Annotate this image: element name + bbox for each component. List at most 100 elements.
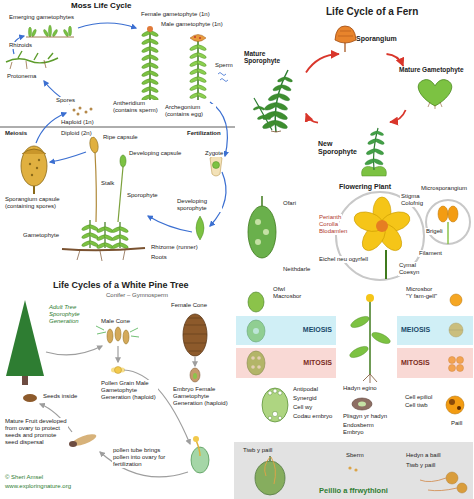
pine-drawing — [6, 300, 44, 376]
moss-drawing — [189, 52, 207, 59]
moss-drawing — [141, 46, 159, 53]
pine-drawing — [117, 346, 118, 362]
label-text: Microsporangium — [420, 185, 468, 192]
fern-drawing — [367, 138, 385, 145]
flower-drawing — [376, 220, 388, 232]
flower-drawing — [278, 416, 282, 420]
label-text: Sporophyte — [126, 192, 159, 199]
pine-drawing — [123, 330, 129, 344]
moss-drawing — [189, 60, 207, 67]
flower-drawing — [272, 411, 277, 416]
flower-drawing — [248, 206, 276, 258]
pine-drawing — [190, 368, 200, 382]
label-text: Meiosis — [4, 130, 28, 137]
label-text: Spores — [55, 97, 76, 104]
fern-drawing — [271, 131, 281, 132]
flower-drawing — [255, 239, 261, 245]
pine-drawing — [183, 318, 207, 351]
moss-drawing — [218, 73, 228, 82]
moss-drawing — [85, 111, 88, 114]
moss-drawing — [141, 78, 159, 85]
pine-drawing — [22, 376, 28, 385]
node-label: MITOSIS — [303, 359, 332, 367]
fern-drawing — [364, 158, 384, 166]
flower-drawing — [385, 250, 387, 279]
label-text: Coesyn — [398, 269, 420, 276]
label-text: Hedyn a baill — [405, 452, 442, 459]
fern-drawing — [264, 101, 289, 111]
pine-drawing — [40, 346, 195, 477]
label-text: Codau embryo — [292, 413, 333, 420]
node-label: Peillio a ffrwythloni — [319, 487, 388, 496]
moss-drawing — [194, 36, 196, 38]
label-text: Cell wy — [292, 404, 313, 411]
stage-mature-sporophyte: Mature Sporophyte — [244, 50, 306, 130]
moss-drawing — [96, 226, 114, 233]
fern-drawing — [253, 26, 452, 176]
flower-drawing — [438, 206, 448, 222]
moss-drawing — [77, 113, 80, 116]
stage-gametophyte: Mature Gametophyte — [398, 66, 470, 110]
label-text: Embryo Female Gametophyte Generation (ha… — [172, 386, 236, 407]
label-text: Embryo — [342, 429, 365, 436]
flower-drawing — [263, 229, 269, 235]
label-text: Cymal — [398, 262, 417, 269]
label-text: Conifer – Gymnosperm — [105, 292, 169, 299]
label-text: Developing sporophyte — [176, 198, 222, 212]
label-text: Brigeli — [425, 228, 444, 235]
flower-drawing — [348, 344, 370, 360]
label-text: Male gametophyte (1n) — [160, 21, 224, 28]
moss-drawing — [96, 242, 114, 249]
flower-drawing — [348, 314, 392, 360]
flower-drawing — [262, 388, 288, 422]
fern-drawing — [335, 26, 356, 43]
moss-drawing — [148, 216, 192, 232]
label-text: Zygote — [204, 150, 224, 157]
pine-drawing — [194, 357, 195, 366]
moss-drawing — [79, 107, 82, 110]
cycle-arrow — [306, 54, 339, 73]
label-text: Rhizome (runner) — [150, 244, 199, 251]
label-text: Archegonium (contains egg) — [164, 104, 216, 118]
fern-drawing — [253, 106, 265, 111]
moss-drawing — [73, 109, 76, 112]
label-text: Blodamlen — [318, 228, 348, 235]
moss-drawing — [63, 29, 70, 37]
label-text: Endosberm — [342, 422, 375, 429]
label-text: Female gametophyte (1n) — [140, 11, 211, 18]
moss-drawing — [199, 37, 201, 39]
flower-drawing — [447, 222, 449, 244]
moss-drawing — [10, 60, 46, 69]
label-text: Antheridium (contains sperm) — [112, 100, 162, 114]
flower-drawing — [255, 219, 261, 225]
moss-drawing — [36, 167, 38, 169]
moss-drawing — [26, 37, 74, 38]
moss-drawing — [189, 44, 207, 99]
flower-drawing — [268, 416, 272, 420]
moss-drawing — [50, 152, 86, 162]
stage-new-sporophyte: New Sporophyte — [318, 122, 390, 178]
flower-drawing — [426, 200, 470, 244]
label-text: Life Cycles of a White Pine Tree — [52, 280, 190, 290]
pine-drawing — [69, 441, 77, 447]
label-text: Plisgyn yr hadyn — [342, 413, 388, 420]
label-text: Flowering Plant — [338, 183, 392, 191]
pine-drawing — [115, 327, 121, 341]
fern-drawing — [262, 119, 289, 130]
flower-drawing — [446, 396, 464, 414]
node-label: MEIOSIS — [401, 326, 430, 334]
flower-drawing — [370, 330, 392, 346]
pine-drawing — [183, 314, 207, 356]
label-text: "Y fam-gell" — [405, 293, 438, 300]
fern-drawing — [364, 130, 385, 166]
moss-drawing — [43, 29, 50, 37]
moss-drawing — [141, 86, 159, 93]
moss-drawing — [28, 27, 31, 37]
label-text: Protonema — [6, 73, 37, 80]
label-text: Colofnig — [400, 200, 424, 207]
moss-drawing — [73, 107, 93, 116]
flower-drawing — [336, 192, 424, 280]
moss-drawing — [141, 30, 159, 101]
